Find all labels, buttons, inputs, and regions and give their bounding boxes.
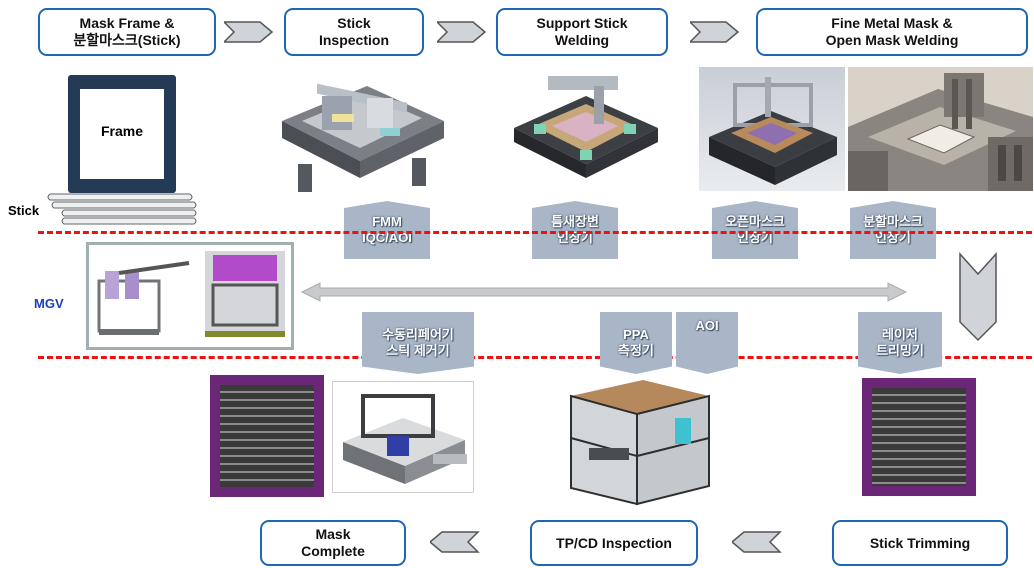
- gap-line1: 틈새장변: [551, 214, 599, 230]
- stick-label: Stick: [8, 203, 40, 218]
- aoi-label: AOI: [676, 312, 738, 374]
- arrow-left-icon: [430, 531, 480, 553]
- laser-line2: 트리밍기: [876, 343, 924, 358]
- mgv-label: MGV: [34, 296, 64, 311]
- arrow-left-icon: [732, 531, 782, 553]
- split-mask-machine: [848, 67, 1033, 191]
- step-support-line1: Support Stick: [536, 15, 628, 32]
- frame-illustration: Frame: [68, 75, 176, 193]
- transfer-double-arrow: [300, 282, 908, 302]
- open-mask-machine: [699, 67, 845, 191]
- split-line1: 분할마스크: [863, 214, 923, 230]
- step-fmm-line2: Open Mask Welding: [825, 32, 959, 48]
- mask-complete-line1: Mask: [315, 526, 351, 543]
- repair-machine: [332, 381, 474, 493]
- mask-image-left: [210, 375, 324, 497]
- open-line1: 오픈마스크: [725, 214, 785, 230]
- aoi-text: AOI: [695, 318, 719, 333]
- ppa-line2: 측정기: [618, 343, 654, 358]
- step-support-line2: Welding: [554, 32, 610, 48]
- arrow-right-icon: [690, 21, 740, 43]
- arrow-right-icon: [437, 21, 487, 43]
- ppa-machine: [563, 378, 713, 508]
- repair-line1: 수동리페어기: [382, 327, 454, 343]
- separator-bottom: [38, 356, 1032, 359]
- stick-inspection-machine: [282, 83, 444, 192]
- frame-label: Frame: [100, 123, 144, 139]
- step-stick-inspection-line2: Inspection: [318, 32, 389, 48]
- stick-illustration: [47, 193, 197, 225]
- step-mask-frame-line1: Mask Frame &: [79, 15, 175, 32]
- arrow-down-icon: [959, 252, 997, 342]
- mgv-machines: [97, 251, 285, 337]
- stick-trimming-text: Stick Trimming: [869, 534, 971, 551]
- arrow-right-icon: [224, 21, 274, 43]
- separator-top: [38, 231, 1032, 234]
- repair-line2: 스틱 제거기: [386, 343, 450, 358]
- step-mask-frame: Mask Frame &분할마스크(Stick): [38, 8, 216, 56]
- step-mask-frame-line2: 분할마스크(Stick): [73, 32, 181, 48]
- step-stick-inspection-line1: Stick: [337, 15, 371, 32]
- mgv-panel: [86, 242, 294, 350]
- ppa-line1: PPA: [623, 327, 649, 343]
- step-fmm-line1: Fine Metal Mask &: [831, 15, 953, 32]
- fmm-line1: FMM: [372, 214, 402, 230]
- step-stick-trimming: Stick Trimming: [832, 520, 1008, 566]
- tpcd-text: TP/CD Inspection: [556, 534, 672, 551]
- laser-line1: 레이저: [882, 327, 918, 343]
- step-tpcd-inspection: TP/CD Inspection: [530, 520, 698, 566]
- mask-complete-line2: Complete: [301, 543, 365, 559]
- support-welding-machine: [514, 76, 658, 178]
- mask-image-right: [862, 378, 976, 496]
- step-fmm-open-welding: Fine Metal Mask &Open Mask Welding: [756, 8, 1028, 56]
